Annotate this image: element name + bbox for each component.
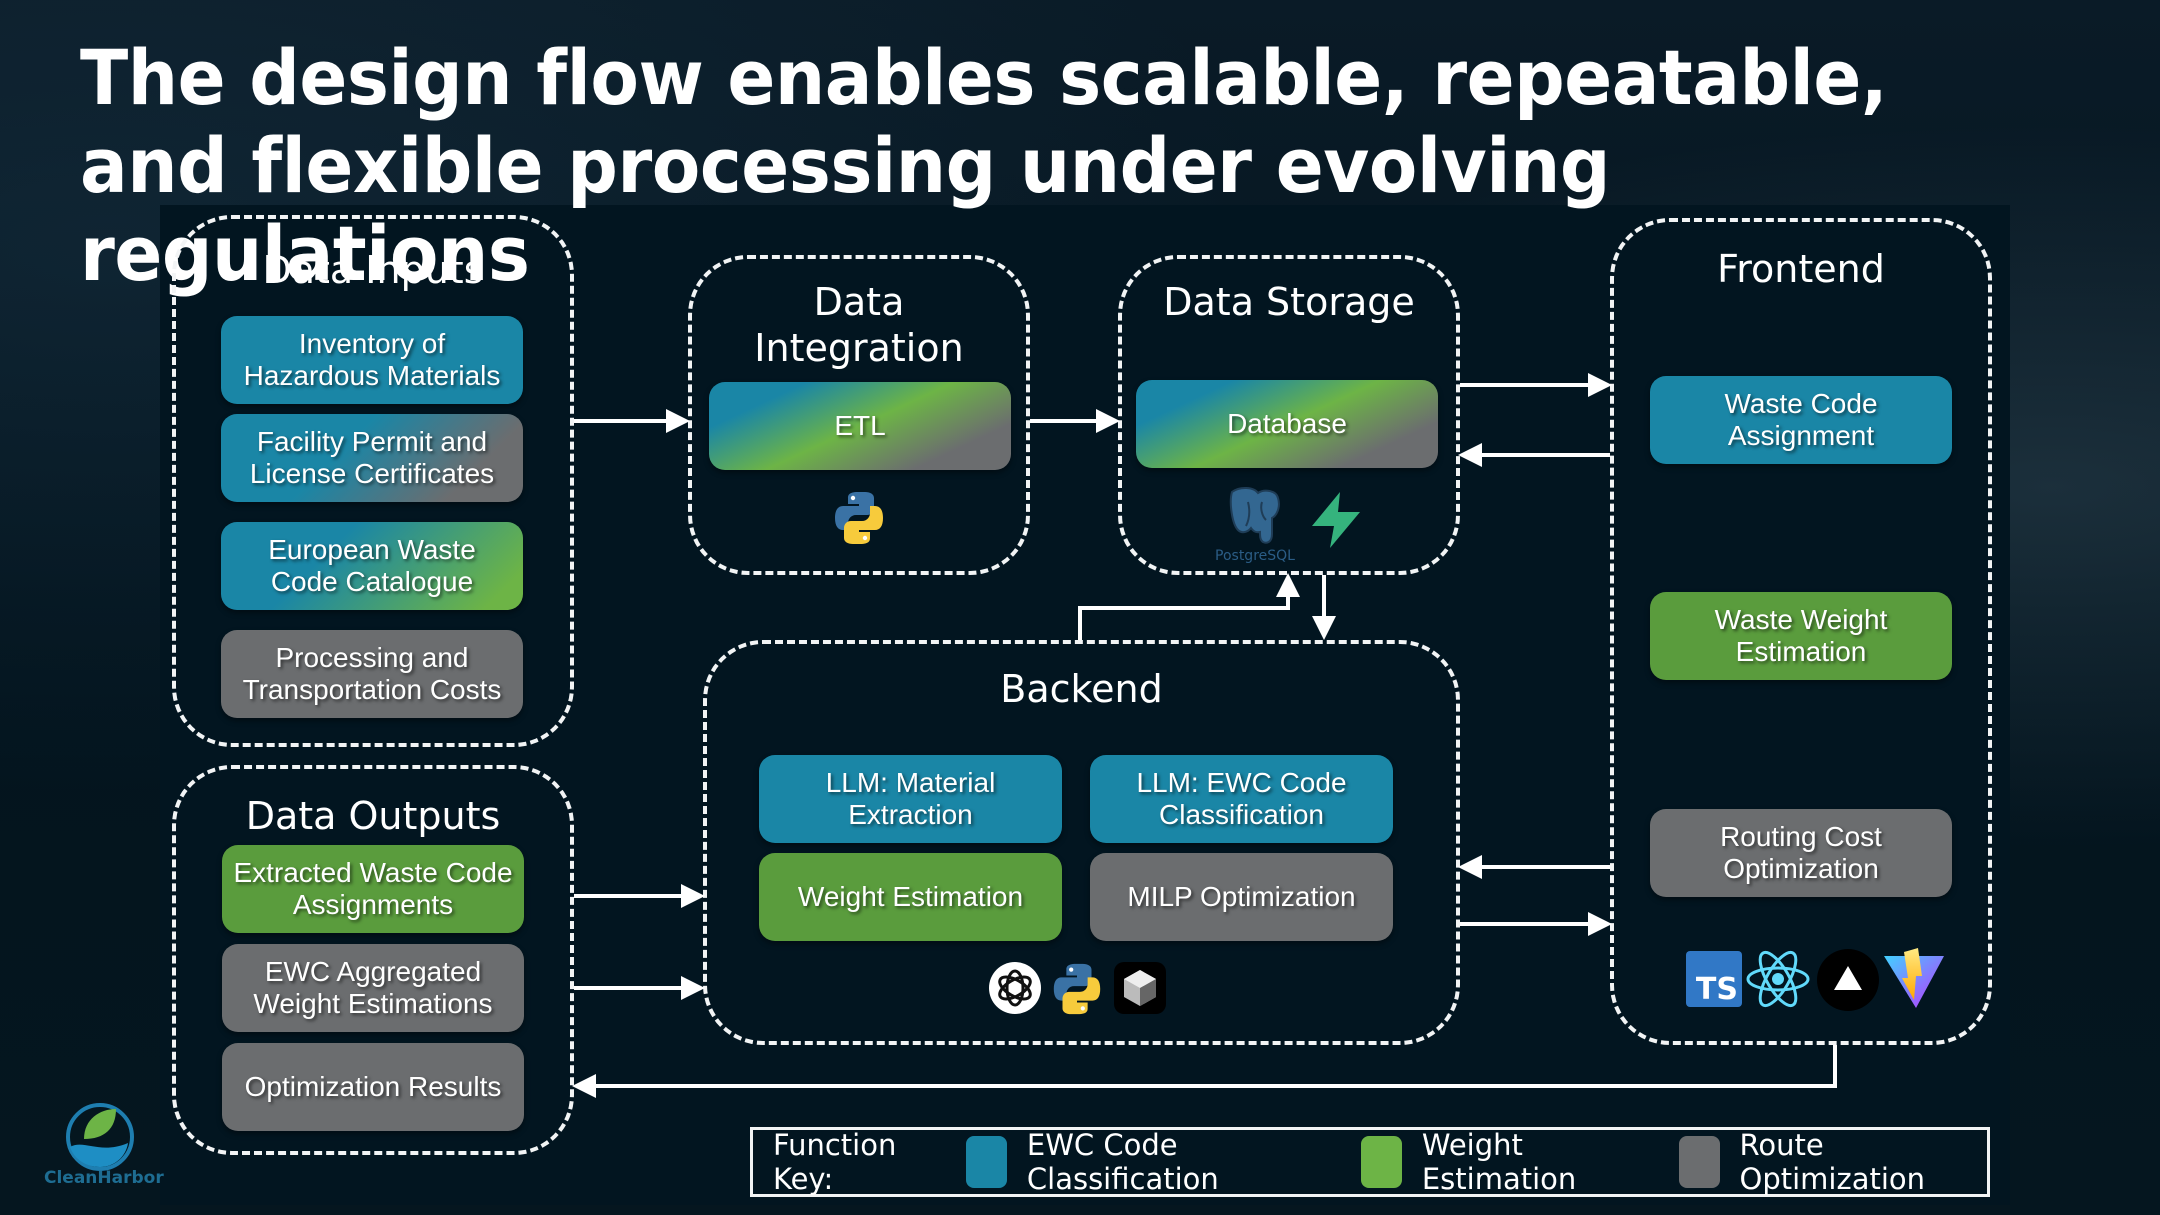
page-title: The design flow enables scalable, repeat… — [80, 33, 1888, 298]
group-data-outputs: Data Outputs — [172, 765, 574, 1155]
logo-text: CleanHarbor — [44, 1168, 164, 1188]
card-milp-optimization[interactable]: MILP Optimization — [1090, 853, 1393, 941]
card-routing-cost-optimization[interactable]: Routing Cost Optimization — [1650, 809, 1952, 897]
group-title: Backend — [1000, 667, 1163, 711]
group-title: Data Storage — [1163, 280, 1415, 324]
group-title: Frontend — [1717, 247, 1885, 291]
group-backend: Backend — [703, 640, 1460, 1045]
card-etl[interactable]: ETL — [709, 382, 1011, 470]
typescript-icon: TS — [1686, 951, 1742, 1007]
card-facility-permit[interactable]: Facility Permit and License Certificates — [221, 414, 523, 502]
group-data-integration: Data Integration — [688, 255, 1030, 575]
function-key-label: Function Key: — [773, 1128, 897, 1196]
card-waste-code-assignment[interactable]: Waste Code Assignment — [1650, 376, 1952, 464]
card-extracted-waste-code-assignments[interactable]: Extracted Waste Code Assignments — [222, 845, 524, 933]
card-ewc-aggregated-weight-estimations[interactable]: EWC Aggregated Weight Estimations — [222, 944, 524, 1032]
card-inventory-hazardous-materials[interactable]: Inventory of Hazardous Materials — [221, 316, 523, 404]
legend-label-ewc: EWC Code Classification — [1026, 1128, 1219, 1196]
group-data-storage: Data Storage — [1118, 255, 1460, 575]
card-llm-material-extraction[interactable]: LLM: Material Extraction — [759, 755, 1062, 843]
card-llm-ewc-code-classification[interactable]: LLM: EWC Code Classification — [1090, 755, 1393, 843]
vite-icon — [1884, 948, 1944, 1008]
card-database[interactable]: Database — [1136, 380, 1438, 468]
typescript-label: TS — [1695, 972, 1738, 1007]
group-frontend: Frontend — [1610, 218, 1992, 1045]
legend-swatch-weight — [1361, 1136, 1402, 1188]
legend-label-weight: Weight Estimation — [1421, 1128, 1577, 1196]
function-key-legend: Function Key: EWC Code Classification We… — [750, 1127, 1990, 1197]
supabase-icon — [1312, 492, 1360, 548]
vercel-icon — [1817, 949, 1879, 1011]
group-title: Data Outputs — [245, 794, 501, 838]
card-european-waste-code-catalogue[interactable]: European Waste Code Catalogue — [221, 522, 523, 610]
openai-icon — [989, 962, 1041, 1014]
card-processing-transportation-costs[interactable]: Processing and Transportation Costs — [221, 630, 523, 718]
card-optimization-results[interactable]: Optimization Results — [222, 1043, 524, 1131]
card-weight-estimation[interactable]: Weight Estimation — [759, 853, 1062, 941]
legend-swatch-route — [1678, 1136, 1720, 1188]
gurobi-icon — [1114, 962, 1166, 1014]
react-icon — [1746, 950, 1810, 1008]
legend-label-route: Route Optimization — [1739, 1128, 1926, 1196]
postgresql-label: PostgreSQL — [1215, 548, 1295, 564]
group-title: Data Inputs — [262, 248, 484, 292]
cleanharbor-logo-icon — [66, 1103, 134, 1171]
python-icon — [835, 492, 883, 544]
legend-swatch-ewc — [966, 1136, 1007, 1188]
card-waste-weight-estimation[interactable]: Waste Weight Estimation — [1650, 592, 1952, 680]
group-data-inputs: Data Inputs — [172, 215, 574, 747]
group-title: Data Integration — [754, 280, 964, 370]
python-icon — [1053, 963, 1101, 1015]
postgresql-icon — [1229, 487, 1280, 544]
